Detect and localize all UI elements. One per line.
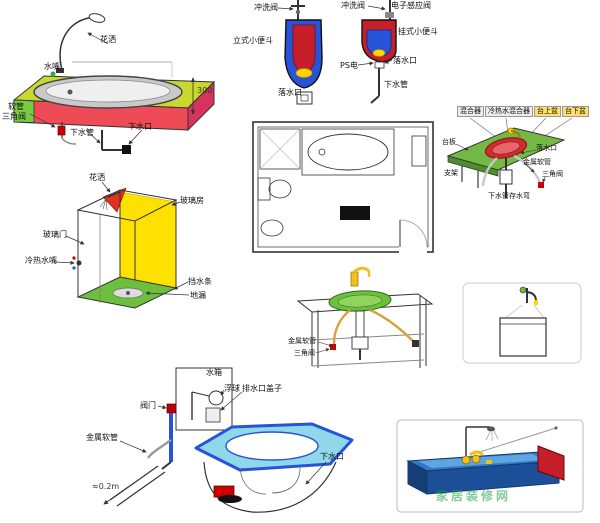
label-corner-basin-mixer: 混合器 — [457, 106, 484, 118]
drain-box-icon — [122, 145, 131, 154]
basin-stand-diagram — [296, 266, 434, 368]
bottle-trap-icon — [351, 336, 369, 350]
label-shower-room-shower: 花洒 — [89, 173, 105, 182]
label-shower-room-floor-drain: 地漏 — [190, 291, 206, 300]
standing-urinal-diagram — [277, 0, 323, 105]
label-toilet-drain-cover: 排水口盖子 — [242, 384, 282, 393]
corner-basin-diagram — [446, 117, 573, 198]
label-corner-basin-hot-cold-mixer: 冷热水混合器 — [485, 106, 533, 118]
label-bathtub-drain-outlet: 下水口 — [128, 122, 152, 131]
label-toilet-float-ball: 浮球 — [224, 384, 240, 393]
metal-hose-icon — [369, 308, 415, 343]
float-ball-icon — [208, 390, 224, 406]
wall-urinal-diagram — [357, 0, 397, 104]
label-bathtub-spout: 水嘴 — [44, 62, 60, 71]
label-toilet-metal-hose: 金属软管 — [86, 433, 118, 442]
label-wall-urinal-drain-pipe: 下水管 — [384, 80, 408, 89]
hot-cold-spout-icon — [76, 260, 82, 266]
label-basin-stand-angle-valve: 三角阀 — [294, 349, 315, 357]
label-toilet-tank: 水箱 — [206, 368, 222, 377]
faucet-icon — [526, 291, 537, 302]
bathtub-counter-diagram — [12, 13, 216, 154]
tub-faucet-icon — [461, 455, 471, 465]
label-wall-urinal-flush-valve: 冲洗阀 — [341, 1, 365, 10]
angle-valve-icon — [57, 125, 66, 136]
label-wall-urinal-name: 挂式小便斗 — [398, 27, 438, 36]
basin-faucet-icon — [350, 271, 359, 287]
valve-icon — [166, 403, 177, 414]
label-corner-basin-angle-valve: 三角阀 — [542, 170, 563, 178]
tub-faucet-icon — [56, 68, 64, 73]
label-toilet-drain-outlet: 下水口 — [320, 452, 344, 461]
label-basin-stand-metal-hose: 金属软管 — [288, 337, 316, 345]
label-corner-basin-bracket: 支架 — [444, 169, 458, 177]
label-corner-basin-undercounter: 台下盆 — [562, 106, 589, 118]
label-shower-room-glass-door: 玻璃门 — [43, 230, 67, 239]
label-shower-room-hot-cold: 冷热水嘴 — [25, 256, 57, 265]
label-shower-room-glass-room: 玻璃房 — [180, 196, 204, 205]
label-toilet-dimension: ≈0.2m — [92, 482, 120, 491]
shower-head-icon — [487, 426, 495, 432]
bottle-trap-icon — [499, 169, 513, 185]
label-corner-basin-counter: 台板 — [442, 138, 456, 146]
toilet-diagram — [103, 367, 354, 513]
tub-drain-icon — [67, 89, 73, 95]
label-corner-basin-metal-hose: 金属软管 — [523, 158, 551, 166]
label-standing-urinal-drain: 落水口 — [278, 88, 302, 97]
angle-valve-icon — [538, 182, 544, 188]
label-bathtub-dimension: 300 — [197, 86, 213, 95]
label-wall-urinal-sensor: 电子感应阀 — [391, 1, 431, 10]
label-corner-basin-drain: 落水口 — [536, 144, 557, 152]
floorplan-diagram — [252, 121, 434, 253]
label-toilet-valve: 阀门 — [140, 401, 156, 410]
label-bathtub-hose: 软管 — [8, 102, 24, 111]
watermark-text: 家居装修网 — [436, 489, 512, 503]
label-standing-urinal-name: 立式小便斗 — [233, 36, 273, 45]
label-corner-basin-countertop: 台上盆 — [534, 106, 561, 118]
metal-hose-icon — [147, 439, 172, 459]
label-wall-urinal-drain: 落水口 — [393, 56, 417, 65]
label-wall-urinal-ps: PS电 — [340, 61, 358, 70]
label-corner-basin-trap: 下水管存水弯 — [488, 192, 530, 200]
angle-valve-icon — [330, 344, 336, 350]
label-bathtub-angle-valve: 三角阀 — [2, 112, 26, 121]
laundry-tub-diagram — [462, 282, 582, 364]
shower-room-diagram — [55, 181, 190, 309]
tub-shower-diagram — [396, 419, 584, 513]
sensor-icon — [385, 12, 394, 18]
label-shower-room-water-bar: 挡水条 — [188, 277, 212, 286]
label-bathtub-drain-pipe: 下水管 — [70, 128, 94, 137]
label-bathtub-shower: 花洒 — [100, 35, 116, 44]
label-standing-urinal-flush-valve: 冲洗阀 — [254, 3, 278, 12]
